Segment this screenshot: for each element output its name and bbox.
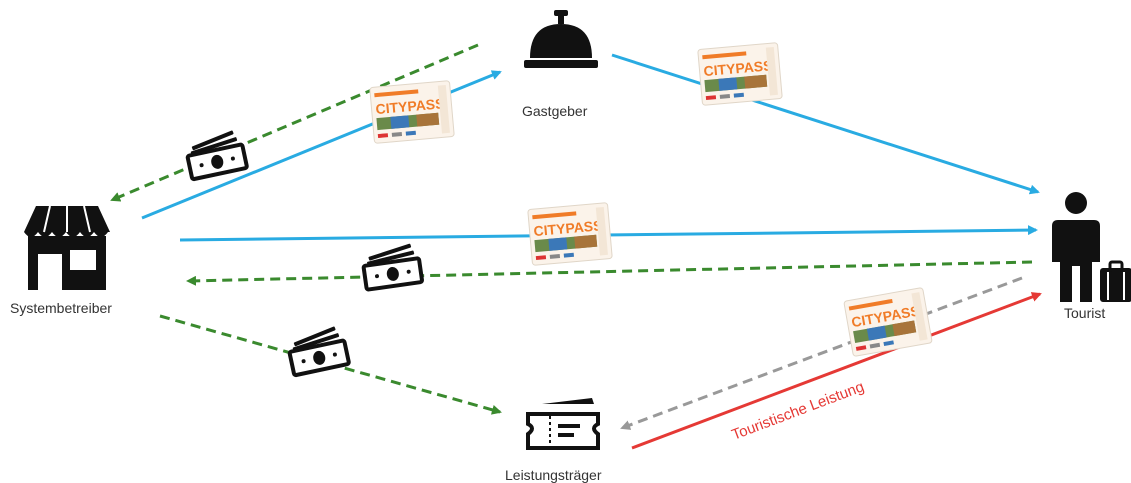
ticket-icon <box>526 398 600 450</box>
node-label-operator: Systembetreiber <box>10 300 112 316</box>
node-label-provider: Leistungsträger <box>505 467 602 483</box>
service-bell-icon <box>524 10 598 68</box>
edge-provider-to-tourist-service <box>631 292 1042 450</box>
tourist-with-suitcase-icon <box>1052 192 1131 302</box>
edge-label-service: Touristische Leistung <box>729 378 866 443</box>
edge-host-to-tourist-pass <box>611 53 1040 195</box>
edge-tourist-to-operator-money <box>186 260 1033 286</box>
citypass-card-icon <box>527 202 613 266</box>
banknotes-icon <box>359 240 425 292</box>
node-label-host: Gastgeber <box>522 103 588 119</box>
banknotes-icon <box>284 322 352 378</box>
banknotes-icon <box>182 126 250 182</box>
citypass-card-icon <box>843 286 933 358</box>
node-label-tourist: Tourist <box>1064 305 1106 321</box>
edge-tourist-to-provider-voucher <box>620 276 1023 430</box>
storefront-icon <box>24 205 110 290</box>
edge-host-to-operator-money <box>110 43 479 202</box>
citypass-card-icon <box>697 42 783 106</box>
citypass-card-icon <box>369 80 455 144</box>
